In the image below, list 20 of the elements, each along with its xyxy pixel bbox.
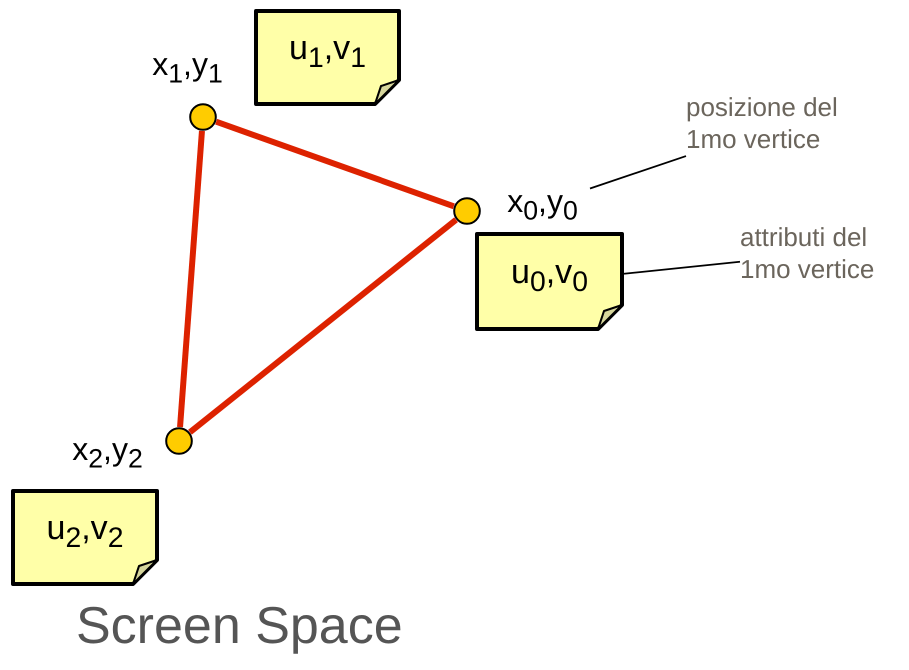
sticky-note: [475, 232, 624, 331]
triangle-edge: [188, 217, 458, 435]
coordinate-label: x$_{1}$,y$_{1}$: [140, 45, 235, 90]
vertex-dot: [189, 103, 217, 131]
caption: Screen Space: [76, 596, 403, 656]
coordinate-label: x$_{0}$,y$_{0}$: [495, 182, 590, 227]
leader-line: [624, 260, 740, 275]
leader-line: [590, 155, 686, 190]
coordinate-label: x$_{2}$,y$_{2}$: [60, 430, 155, 475]
annotation-text: posizione del 1mo vertice: [686, 88, 882, 158]
annotation-text: attributi del 1mo vertice: [740, 218, 908, 288]
sticky-note: [11, 489, 159, 586]
vertex-dot: [453, 197, 481, 225]
note-text: u$_{2}$,v$_{2}$: [46, 508, 124, 554]
note-text: u$_{0}$,v$_{0}$: [511, 252, 588, 298]
triangle-edge: [177, 130, 205, 428]
triangle-edge: [215, 118, 455, 210]
sticky-note: [254, 9, 401, 106]
vertex-dot: [165, 427, 193, 455]
note-text: u$_{1}$,v$_{1}$: [289, 28, 366, 74]
